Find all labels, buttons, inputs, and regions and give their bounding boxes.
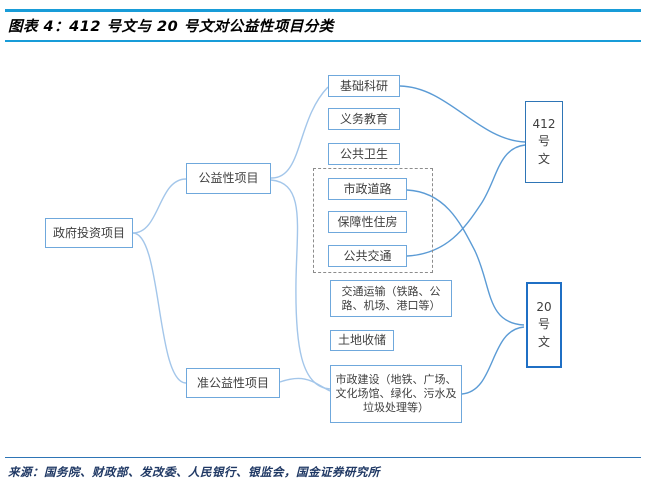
node-affordable-housing: 保障性住房 <box>328 211 407 233</box>
title-rule-top <box>5 9 641 12</box>
figure-title: 图表 4：412 号文与 20 号文对公益性项目分类 <box>8 19 334 35</box>
node-land-reserve: 土地收储 <box>330 330 394 351</box>
node-compulsory-education: 义务教育 <box>328 108 400 130</box>
title-rule-bottom <box>5 40 641 42</box>
source-note: 来源：国务院、财政部、发改委、人民银行、银监会，国金证券研究所 <box>8 465 380 479</box>
node-public-health: 公共卫生 <box>328 143 400 165</box>
node-quasi-public-welfare-project: 准公益性项目 <box>186 368 280 398</box>
node-municipal-roads: 市政道路 <box>328 178 407 200</box>
dashed-group-box <box>313 168 433 273</box>
doc-412-box: 412 号 文 <box>525 101 563 183</box>
node-transportation: 交通运输（铁路、公路、机场、港口等） <box>330 280 452 317</box>
source-rule <box>5 457 641 458</box>
node-basic-research: 基础科研 <box>328 75 400 97</box>
node-municipal-construction: 市政建设（地铁、广场、文化场馆、绿化、污水及垃圾处理等） <box>330 365 462 423</box>
doc-20-box: 20 号 文 <box>526 282 562 368</box>
node-public-welfare-project: 公益性项目 <box>186 163 271 194</box>
node-government-investment-project: 政府投资项目 <box>45 218 133 248</box>
node-public-transport: 公共交通 <box>328 245 407 267</box>
